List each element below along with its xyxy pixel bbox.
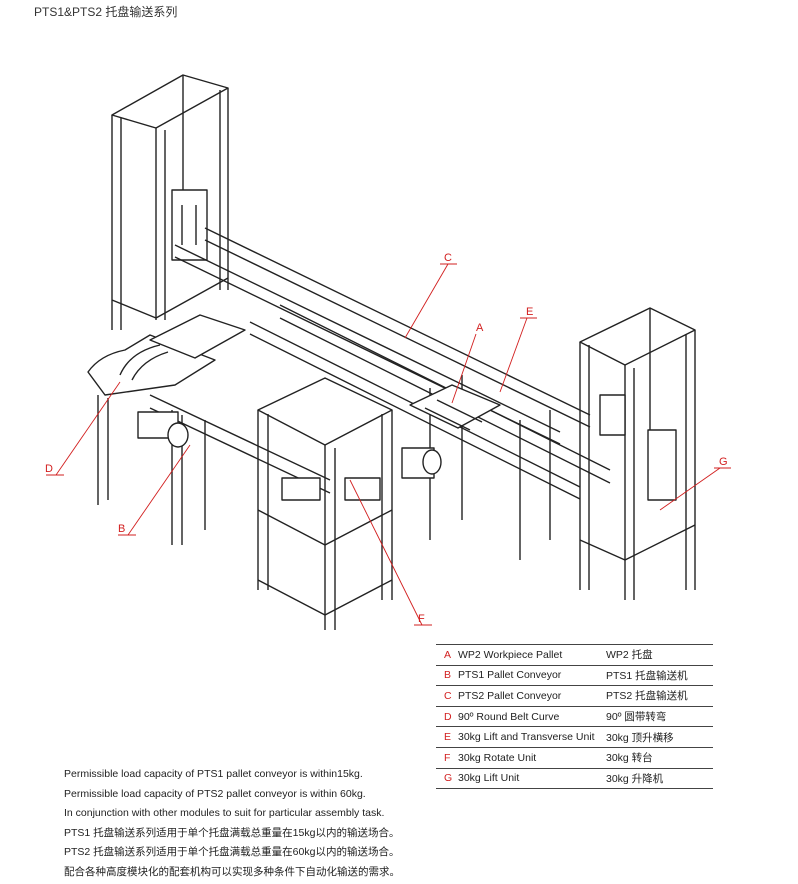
legend-row: B PTS1 Pallet Conveyor PTS1 托盘输送机 (436, 665, 713, 687)
callout-c: C (444, 252, 452, 264)
note-line: PTS1 托盘输送系列适用于单个托盘满载总重量在15kg以内的输送场合。 (64, 826, 400, 839)
callout-a: A (476, 322, 484, 334)
callout-d: D (45, 463, 53, 475)
callout-g: G (719, 456, 728, 468)
callout-leaders (46, 263, 731, 626)
legend-letter: A (436, 644, 458, 666)
note-line: PTS2 托盘输送系列适用于单个托盘满载总重量在60kg以内的输送场合。 (64, 846, 400, 859)
legend-english: PTS2 Pallet Conveyor (458, 685, 606, 707)
legend-letter: G (436, 768, 458, 790)
legend-english: 90º Round Belt Curve (458, 706, 606, 728)
pts2-conveyor (174, 227, 611, 560)
callout-b: B (118, 523, 125, 535)
page-title: PTS1&PTS2 托盘输送系列 (34, 5, 178, 19)
legend-english: PTS1 Pallet Conveyor (458, 665, 606, 687)
legend-row: G 30kg Lift Unit 30kg 升降机 (436, 768, 713, 790)
note-line: Permissible load capacity of PTS1 pallet… (64, 768, 363, 780)
legend-row: E 30kg Lift and Transverse Unit 30kg 顶升横… (436, 726, 713, 748)
legend-english: 30kg Lift Unit (458, 768, 606, 790)
legend-english: 30kg Rotate Unit (458, 747, 606, 769)
pallet-and-transverse-unit (401, 384, 501, 479)
legend-letter: E (436, 726, 458, 748)
legend-chinese: PTS1 托盘输送机 (606, 665, 713, 687)
legend-chinese: PTS2 托盘输送机 (606, 685, 713, 707)
legend-letter: C (436, 685, 458, 707)
legend-chinese: 30kg 升降机 (606, 768, 713, 790)
legend-chinese: 30kg 顶升横移 (606, 726, 713, 748)
note-line: Permissible load capacity of PTS2 pallet… (64, 787, 366, 800)
legend-row: D 90º Round Belt Curve 90º 圆带转弯 (436, 706, 713, 728)
conveyor-system-drawing: C A E D B F G (45, 74, 731, 630)
callout-f: F (418, 613, 425, 625)
parts-legend-table: A WP2 Workpiece Pallet WP2 托盘 B PTS1 Pal… (436, 644, 713, 790)
legend-chinese: WP2 托盘 (606, 644, 713, 666)
legend-row: A WP2 Workpiece Pallet WP2 托盘 (436, 644, 713, 666)
rotate-unit-frame (257, 377, 393, 630)
legend-chinese: 90º 圆带转弯 (606, 706, 713, 728)
legend-row: F 30kg Rotate Unit 30kg 转台 (436, 747, 713, 769)
legend-row: C PTS2 Pallet Conveyor PTS2 托盘输送机 (436, 685, 713, 707)
load-capacity-notes: Permissible load capacity of PTS1 pallet… (64, 765, 400, 883)
legend-letter: B (436, 665, 458, 687)
note-line: In conjunction with other modules to sui… (64, 807, 385, 820)
legend-letter: D (436, 706, 458, 728)
note-line: 配合各种高度模块化的配套机构可以实现多种条件下自动化输送的需求。 (64, 865, 400, 878)
callout-labels: C A E D B F G (45, 252, 728, 625)
left-lift-tower (111, 74, 229, 330)
right-lift-tower (579, 307, 696, 600)
callout-e: E (526, 306, 533, 318)
legend-english: 30kg Lift and Transverse Unit (458, 726, 606, 748)
legend-chinese: 30kg 转台 (606, 747, 713, 769)
legend-english: WP2 Workpiece Pallet (458, 644, 606, 666)
pts1-conveyor (87, 314, 331, 545)
legend-letter: F (436, 747, 458, 769)
